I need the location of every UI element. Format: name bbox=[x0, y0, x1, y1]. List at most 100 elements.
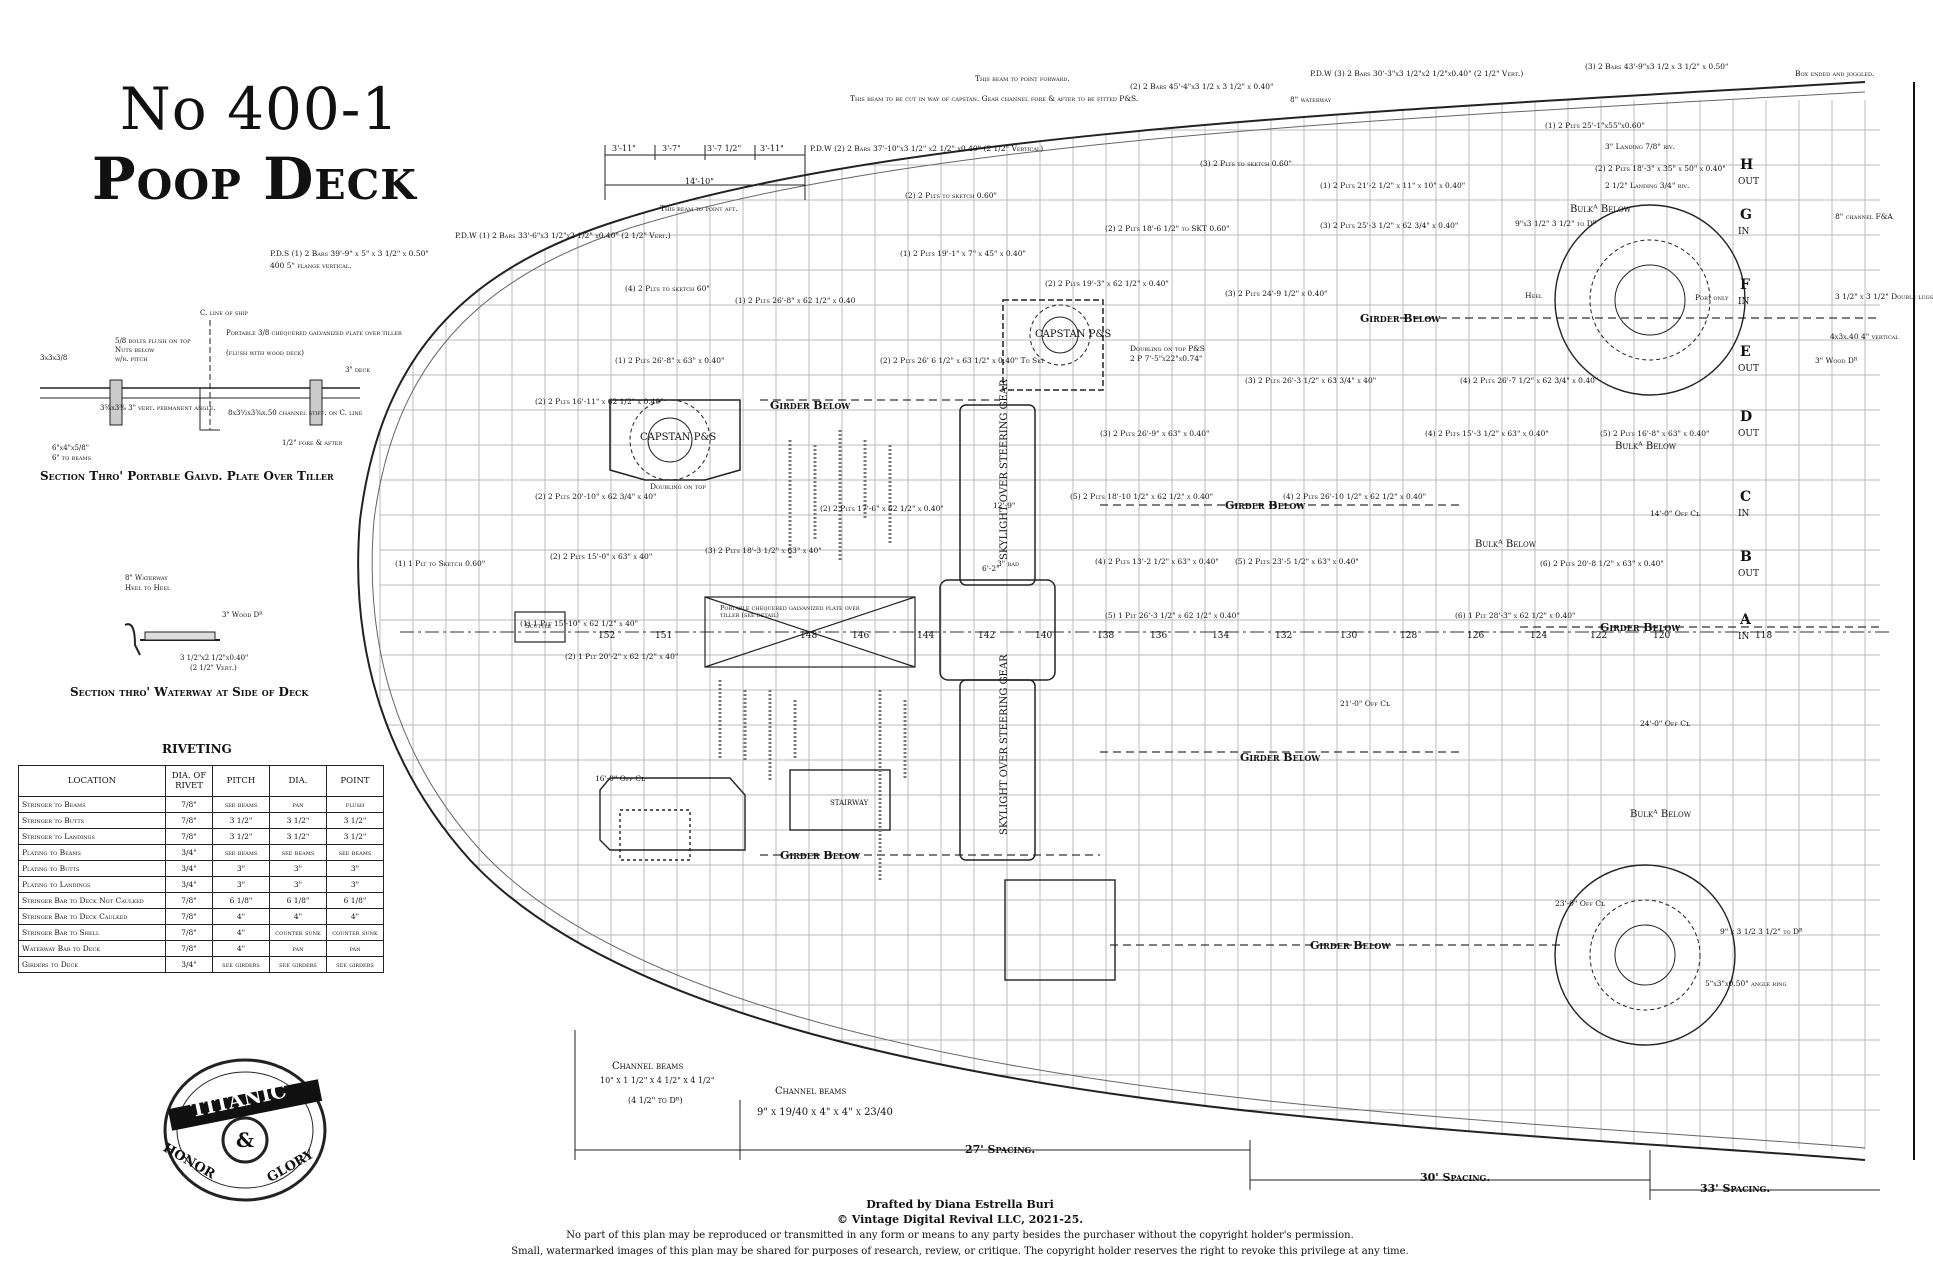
table-cell: Stringer Bar to Deck Not Caulked bbox=[18, 892, 166, 909]
tiller-note: 5/8 bolts flush on top bbox=[115, 337, 191, 345]
frame-number: 142 bbox=[978, 631, 996, 641]
table-cell: 3 1/2" bbox=[326, 828, 384, 845]
plan-note: (2) 2 Plts 16'-11" x 62 1/2" x 0.40" bbox=[535, 397, 664, 406]
table-cell: 6 1/8" bbox=[269, 892, 327, 909]
plan-note: 3 1/2" x 3 1/2" Double lugs bbox=[1835, 292, 1933, 301]
frame-number: 146 bbox=[852, 631, 870, 641]
copyright: © Vintage Digital Revival LLC, 2021-25. bbox=[836, 1213, 1084, 1226]
table-cell: flush bbox=[326, 796, 384, 813]
plan-note: This beam to point aft. bbox=[660, 204, 738, 213]
waterway-note: (2 1/2" Vert.) bbox=[190, 664, 237, 672]
table-cell: Stringer to Landings bbox=[18, 828, 166, 845]
table-cell: 3" bbox=[269, 860, 327, 877]
table-cell: 3" bbox=[212, 860, 270, 877]
table-cell: 3 1/2" bbox=[212, 828, 270, 845]
plan-note: (5) 2 Plts 18'-10 1/2" x 62 1/2" x 0.40" bbox=[1070, 492, 1214, 501]
waterway-note: 3 1/2"x2 1/2"x0.40" bbox=[180, 654, 249, 662]
plan-note: (2) 2 Plts 20'-10" x 62 3/4" x 40" bbox=[535, 492, 657, 501]
table-cell: see beams bbox=[269, 844, 327, 861]
column-header: DIA. bbox=[269, 765, 327, 797]
table-cell: 4" bbox=[212, 908, 270, 925]
table-cell: pan bbox=[269, 796, 327, 813]
plan-note: Port only bbox=[1695, 293, 1729, 302]
portable-plate-label: Portable chequered galvanized plate over… bbox=[720, 604, 860, 619]
plan-note: (2) 2 Plts to sketch 0.60" bbox=[905, 191, 997, 200]
table-cell: 3/4" bbox=[165, 876, 213, 893]
plan-note: (2) 2 Plts 15'-0" x 63" x 40" bbox=[550, 552, 653, 561]
top-dimension: 14'-10" bbox=[685, 177, 714, 186]
plan-note: 3" rad bbox=[997, 559, 1019, 568]
table-cell: see girders bbox=[269, 956, 327, 973]
strake-letter: F bbox=[1740, 277, 1750, 293]
table-cell: 7/8" bbox=[165, 908, 213, 925]
table-cell: Stringer Bar to Shell bbox=[18, 924, 166, 941]
plan-note: (2) 2 Bars 45'-4"x3 1/2 x 3 1/2" x 0.40" bbox=[1130, 82, 1274, 91]
tiller-note: 3" deck bbox=[345, 366, 371, 374]
table-cell: counter sunk bbox=[269, 924, 327, 941]
channel-beams-label: Channel beams bbox=[612, 1061, 684, 1072]
waterway-section-drawing bbox=[124, 623, 220, 656]
plan-note: (4) 2 Plts to sketch 60" bbox=[625, 284, 710, 293]
plan-note: 400 5" flange vertical. bbox=[270, 261, 352, 270]
table-cell: see girders bbox=[326, 956, 384, 973]
table-cell: 7/8" bbox=[165, 892, 213, 909]
table-cell: 3" bbox=[269, 876, 327, 893]
girder-below-label: Girder Below bbox=[1310, 939, 1391, 952]
column-header: POINT bbox=[326, 765, 384, 797]
plan-note: Box ended and joggled. bbox=[1795, 69, 1875, 78]
plan-note: P.D.W (1) 2 Bars 33'-6"x3 1/2"x2 1/2" x0… bbox=[455, 231, 671, 240]
table-cell: see beams bbox=[212, 796, 270, 813]
tiller-note: 6"x4"x5/8" bbox=[52, 444, 89, 452]
plan-note: P.D.W (2) 2 Bars 37'-10"x3 1/2" x2 1/2" … bbox=[810, 144, 1044, 153]
portable-plate bbox=[514, 596, 916, 668]
riveting-table-title: RIVETING bbox=[162, 742, 232, 756]
frame-number: 138 bbox=[1097, 631, 1115, 641]
frame-number: 118 bbox=[1755, 631, 1773, 641]
plan-note: 6'-2" bbox=[982, 564, 1000, 573]
plan-note: 24'-0" Off Cʟ bbox=[1640, 719, 1691, 728]
plan-note: 12'-9" bbox=[993, 501, 1016, 510]
plan-note: (4) 2 Plts 15'-3 1/2" x 63" x 0.40" bbox=[1425, 429, 1549, 438]
tiller-note: 1/2" fore & after bbox=[282, 439, 343, 447]
column-header: LOCATION bbox=[18, 765, 166, 797]
plan-note: 4x3x.40 4" vertical bbox=[1830, 332, 1899, 341]
plan-note: 3" Landing 7/8" riv. bbox=[1605, 142, 1675, 151]
table-cell: 7/8" bbox=[165, 812, 213, 829]
skylight-label: SKYLIGHT OVER STEERING GEAR bbox=[999, 379, 1010, 560]
tiller-note: Portable 3/8 chequered galvanized plate … bbox=[226, 329, 402, 337]
table-cell: 4" bbox=[212, 924, 270, 941]
table-cell: Plating to Beams bbox=[18, 844, 166, 861]
rudder-circle-lower bbox=[1554, 864, 1736, 1046]
rudder-circle-upper bbox=[1554, 204, 1746, 396]
table-cell: Plating to Butts bbox=[18, 860, 166, 877]
plan-note: (3) 2 Plts 24'-9 1/2" x 0.40" bbox=[1225, 289, 1328, 298]
plan-note: (1) 2 Plts 26'-8" x 62 1/2" x 0.40 bbox=[735, 296, 856, 305]
strake-direction: OUT bbox=[1738, 429, 1759, 439]
rivet-marks bbox=[718, 430, 907, 880]
table-cell: Plating to Landings bbox=[18, 876, 166, 893]
spacing-dimension-lines bbox=[574, 1030, 1880, 1200]
frame-number: 148 bbox=[800, 631, 818, 641]
bulkhead-below-label: Bulkᴬ Below bbox=[1630, 809, 1691, 820]
frame-number: 120 bbox=[1653, 631, 1671, 641]
strake-direction: OUT bbox=[1738, 569, 1759, 579]
plan-note: (4) 2 Plts 26'-7 1/2" x 62 3/4" x 0.40" bbox=[1460, 376, 1599, 385]
strake-direction: OUT bbox=[1738, 177, 1759, 187]
table-cell: Girders to Deck bbox=[18, 956, 166, 973]
spacing-label: 27' Spacing. bbox=[965, 1143, 1036, 1156]
logo-center-text: & bbox=[236, 1128, 255, 1152]
waterway-note: 3" Wood Dᴿ bbox=[222, 611, 263, 619]
frame-number: 136 bbox=[1150, 631, 1168, 641]
strake-letter: D bbox=[1740, 409, 1753, 425]
table-cell: 3" bbox=[326, 876, 384, 893]
stairway bbox=[599, 769, 1116, 981]
table-cell: see beams bbox=[326, 844, 384, 861]
plan-note: (2) 1 Plt 20'-2" x 62 1/2" x 40" bbox=[565, 652, 679, 661]
table-cell: Stringer to Beams bbox=[18, 796, 166, 813]
